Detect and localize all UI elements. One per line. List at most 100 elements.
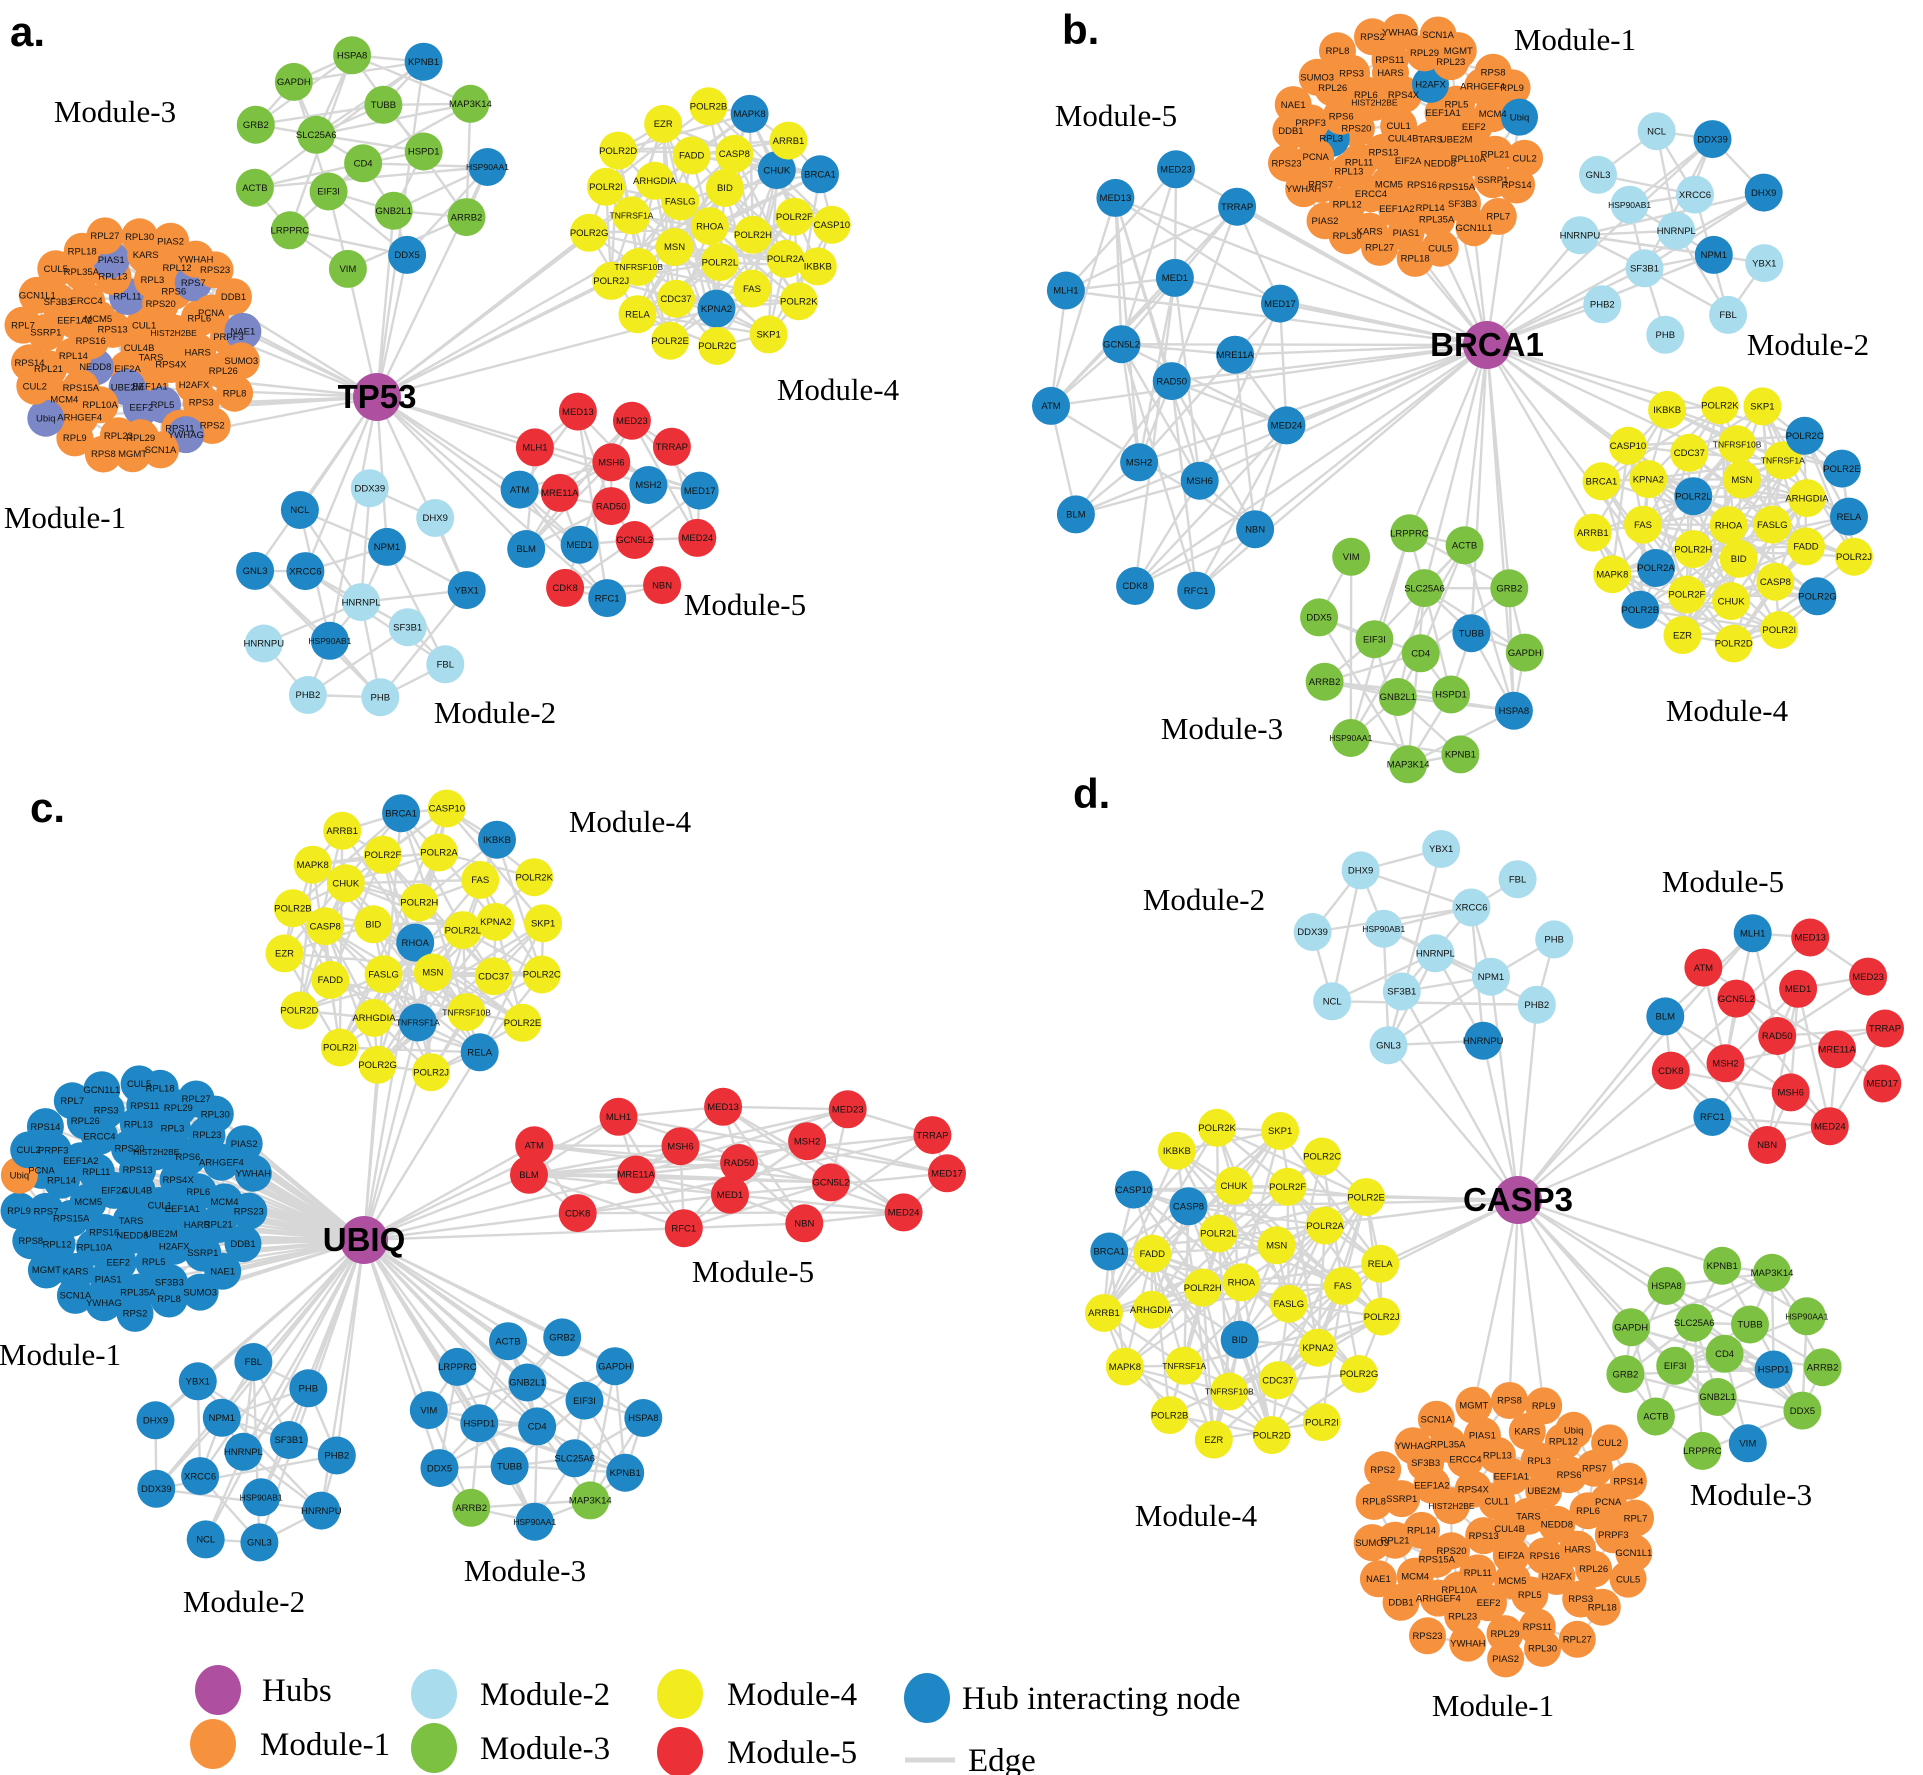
gene-node (288, 676, 327, 714)
gene-label: NCL (1647, 126, 1666, 137)
gene-label: RPS6 (175, 1152, 200, 1163)
gene-node (1606, 1355, 1645, 1394)
gene-node (53, 1082, 91, 1120)
gene-node (617, 1155, 656, 1194)
legend-label: Module-2 (480, 1677, 610, 1713)
gene-label: RPL13 (124, 1120, 153, 1131)
gene-label: RPL6 (187, 313, 211, 324)
gene-label: GNB2L1 (1380, 692, 1416, 703)
gene-label: VIM (1343, 552, 1360, 563)
gene-label: HIST2H2BE (1351, 98, 1398, 108)
gene-label: RPL13 (1334, 167, 1363, 178)
hub-label: UBIQ (323, 1221, 406, 1258)
module-label-module5: Module-5 (1055, 98, 1177, 133)
gene-label: CDK8 (565, 1208, 590, 1219)
gene-node (12, 1222, 50, 1260)
gene-label: GAPDH (1614, 1322, 1648, 1333)
gene-label: RELA (625, 309, 650, 320)
gene-node (1046, 271, 1085, 310)
gene-node (704, 1087, 743, 1126)
gene-node (1803, 1348, 1842, 1387)
gene-label: MSH2 (635, 480, 661, 491)
gene-label: CD4 (1715, 1349, 1734, 1360)
gene-node (558, 392, 597, 431)
gene-node (592, 487, 631, 526)
gene-node (1863, 1064, 1902, 1103)
module-label-module4: Module-4 (569, 804, 692, 839)
gene-label: RPS16 (1407, 180, 1437, 191)
gene-node (1493, 69, 1531, 107)
gene-node (775, 197, 814, 236)
gene-node (452, 1488, 491, 1527)
gene-label: RPS7 (181, 278, 206, 289)
gene-label: RPS7 (1582, 1464, 1607, 1475)
gene-label: HNRNPL (342, 597, 381, 608)
gene-label: RPL23 (104, 431, 133, 442)
gene-label: LRPPRC (271, 226, 310, 237)
gene-node (413, 953, 452, 992)
gene-node (596, 1347, 634, 1386)
gene-label: ARHGDIA (352, 1013, 396, 1024)
gene-node (1210, 1372, 1249, 1411)
gene-label: SUMO3 (224, 356, 258, 367)
gene-node (1405, 569, 1444, 608)
gene-label: HSP90AA1 (1785, 1312, 1828, 1322)
legend-label: Module-1 (260, 1727, 390, 1763)
gene-label: CASP10 (814, 220, 850, 231)
gene-label: RFC1 (1700, 1112, 1725, 1123)
gene-node (420, 1449, 459, 1488)
gene-node (655, 228, 694, 266)
gene-node (1215, 1166, 1253, 1205)
gene-label: RPL5 (1518, 1590, 1542, 1601)
gene-label: MAP3K14 (1751, 1268, 1794, 1279)
hub-node-CASP3 (1494, 1176, 1542, 1224)
gene-node (274, 62, 313, 101)
gene-label: ARHGDIA (633, 176, 677, 187)
gene-node (310, 621, 349, 660)
gene-label: BRCA1 (1586, 477, 1618, 488)
gene-label: MCM4 (211, 1197, 239, 1208)
gene-label: SLC25A6 (1674, 1318, 1715, 1329)
gene-node (236, 551, 275, 590)
gene-label: POLR2F (364, 850, 401, 861)
gene-node (612, 196, 651, 235)
gene-label: DDX5 (1790, 1406, 1815, 1417)
gene-label: BRCA1 (385, 808, 417, 819)
gene-label: POLR2B (690, 102, 728, 113)
gene-label: MAPK8 (1596, 569, 1628, 580)
panel-d: HNRNPLXRCC6NPM1SF3B1HSP90AB1PHBPHB2HNRNP… (1073, 770, 1904, 1723)
gene-node (1646, 997, 1685, 1036)
gene-label: HNRNPU (243, 639, 284, 650)
gene-label: CUL4B (1388, 134, 1419, 145)
gene-label: RPS8 (91, 449, 116, 460)
gene-node (1663, 616, 1702, 655)
gene-node (328, 249, 367, 288)
gene-label: RPL26 (1318, 83, 1347, 94)
gene-label: NCL (290, 505, 309, 516)
gene-node (333, 36, 372, 75)
gene-label: TARS (139, 353, 164, 364)
gene-node (1331, 719, 1370, 757)
gene-label: RPS4X (163, 1175, 195, 1186)
gene-label: CUL4B (124, 343, 155, 354)
gene-node (342, 583, 381, 622)
gene-node (242, 1478, 281, 1517)
gene-node (236, 105, 275, 144)
gene-label: POLR2K (1701, 401, 1739, 412)
gene-node (230, 1192, 268, 1230)
gene-label: DDB1 (221, 292, 246, 303)
gene-label: CUL2 (1597, 1438, 1621, 1449)
gene-label: BLM (516, 544, 536, 555)
gene-label: CASP8 (719, 149, 750, 160)
gene-label: RPS8 (18, 1236, 43, 1247)
gene-node (1452, 888, 1491, 927)
module-label-module3: Module-3 (54, 94, 176, 129)
gene-label: LRPPRC (438, 1362, 477, 1373)
gene-label: MED1 (717, 1190, 743, 1201)
gene-node (447, 993, 486, 1032)
gene-label: CUL1 (132, 321, 156, 332)
gene-node (1694, 235, 1733, 274)
gene-label: SCN1A (145, 445, 177, 456)
gene-node (468, 148, 507, 186)
gene-label: RPL14 (47, 1175, 76, 1186)
